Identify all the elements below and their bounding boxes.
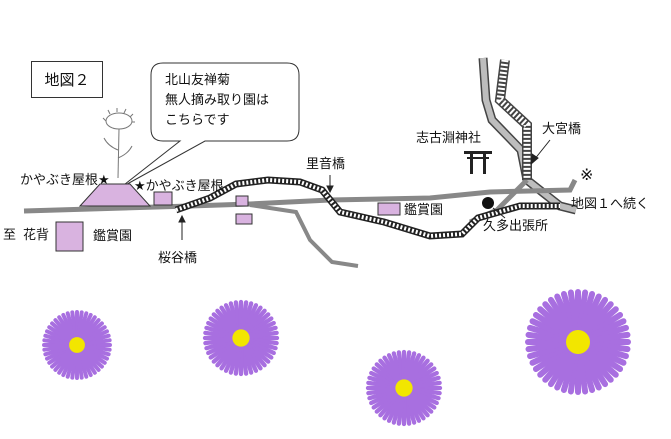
flower-1-icon	[42, 310, 112, 380]
main-road	[23, 178, 578, 214]
kuta-office-marker	[482, 197, 494, 209]
kayabuki-left-building	[78, 183, 152, 207]
label-to-prefix: 至	[3, 228, 17, 243]
leader-lines	[178, 139, 551, 240]
label-hanase: 花背	[23, 228, 50, 243]
kanshoen-right-building	[377, 202, 401, 216]
label-kanshoen-right: 鑑賞園	[404, 203, 444, 218]
river	[174, 176, 560, 240]
flower-4-icon	[525, 289, 631, 395]
label-kuta-office: 久多出張所	[483, 219, 549, 234]
label-to-map1: 地図１へ続く	[571, 197, 650, 212]
flowers-group	[42, 289, 631, 427]
small-building-2	[235, 213, 253, 225]
label-omiya-bridge: 大宮橋	[542, 122, 582, 137]
callout-bubble	[119, 62, 300, 189]
callout-line-3: こちらです	[165, 113, 230, 128]
label-shikobuchi-shrine: 志古淵神社	[416, 131, 482, 146]
small-building-1	[235, 195, 249, 207]
callout-text: 北山友禅菊 無人摘み取り園は こちらです	[151, 63, 299, 141]
callout-line-2: 無人摘み取り園は	[165, 93, 270, 108]
kanshoen-left-building	[55, 221, 84, 252]
map-title: 地図２	[31, 61, 103, 98]
torii-icon	[464, 151, 492, 174]
north-road	[494, 59, 532, 180]
label-kayabuki-right: ★かやぶき屋根	[134, 179, 224, 194]
kayabuki-right-building	[153, 191, 173, 206]
label-kayabuki-left: かやぶき屋根★	[20, 173, 110, 188]
side-road	[249, 203, 359, 268]
label-satone-bridge: 里音橋	[306, 157, 346, 172]
label-note-mark: ※	[580, 165, 594, 184]
label-kanshoen-left: 鑑賞園	[93, 229, 133, 244]
callout-line-1: 北山友禅菊	[165, 73, 231, 88]
flower-2-icon	[202, 299, 280, 377]
flower-3-icon	[365, 349, 443, 427]
label-sakuradani-bridge: 桜谷橋	[158, 251, 198, 266]
flower-sketch-icon	[102, 108, 135, 179]
